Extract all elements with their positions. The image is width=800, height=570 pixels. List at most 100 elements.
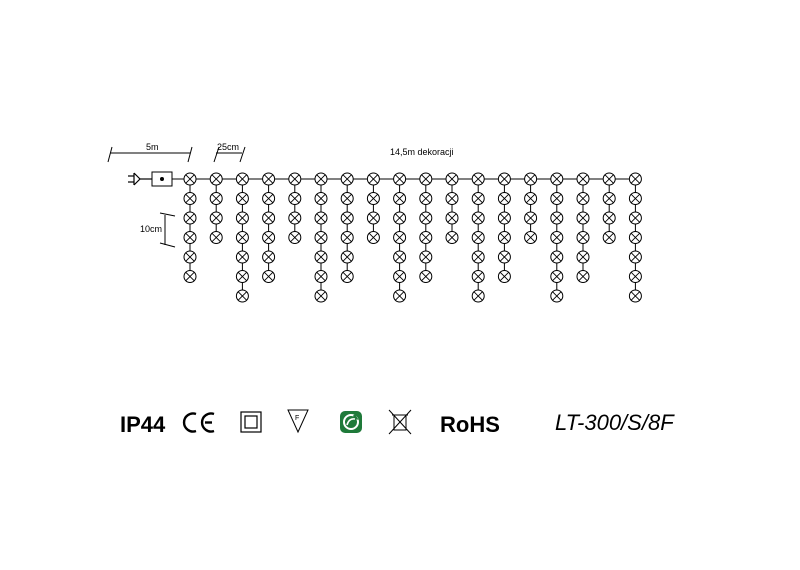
bulb-icon xyxy=(471,289,485,303)
bulb-icon xyxy=(209,211,223,225)
bulb-icon xyxy=(183,192,197,205)
strand xyxy=(235,172,249,303)
bulb-icon xyxy=(445,211,459,225)
bulb-icon xyxy=(340,172,354,186)
bulb-icon xyxy=(419,192,433,205)
bulb-icon xyxy=(366,231,380,244)
bulb-icon xyxy=(314,231,328,244)
bulb-icon xyxy=(314,250,328,264)
bulb-spacing-label: 10cm xyxy=(140,224,162,234)
bulb-icon xyxy=(235,211,249,225)
strand xyxy=(393,172,407,303)
bulb-icon xyxy=(288,231,302,244)
bulb-icon xyxy=(262,172,276,186)
ce-mark-icon xyxy=(182,412,215,433)
bulb-icon xyxy=(576,270,590,283)
bulb-icon xyxy=(183,211,197,225)
model-number: LT-300/S/8F xyxy=(555,410,675,435)
bulb-icon xyxy=(497,211,511,225)
bulb-icon xyxy=(419,270,433,283)
bulb-icon xyxy=(497,250,511,264)
strand xyxy=(576,172,590,283)
bulb-icon xyxy=(602,192,616,205)
strand xyxy=(602,172,616,244)
bulb-icon xyxy=(314,270,328,283)
bulb-icon xyxy=(262,231,276,244)
bulb-icon xyxy=(628,211,642,225)
strand xyxy=(471,172,485,303)
bulb-icon xyxy=(602,231,616,244)
strand xyxy=(366,172,380,244)
light-strands xyxy=(183,172,642,303)
bulb-icon xyxy=(235,192,249,205)
strand xyxy=(262,172,276,283)
bulb-icon xyxy=(262,250,276,264)
strand xyxy=(288,172,302,244)
bulb-icon xyxy=(576,231,590,244)
bulb-icon xyxy=(524,192,538,205)
bulb-icon xyxy=(419,211,433,225)
strand xyxy=(314,172,328,303)
bulb-icon xyxy=(262,270,276,283)
bulb-icon xyxy=(393,211,407,225)
bulb-icon xyxy=(550,289,564,303)
bulb-icon xyxy=(445,192,459,205)
bulb-icon xyxy=(393,270,407,283)
bulb-icon xyxy=(576,172,590,186)
bulb-icon xyxy=(183,270,197,283)
bulb-icon xyxy=(183,172,197,186)
bulb-icon xyxy=(340,250,354,264)
bulb-icon xyxy=(209,192,223,205)
bulb-icon xyxy=(419,172,433,186)
bulb-icon xyxy=(183,231,197,244)
bulb-icon xyxy=(393,289,407,303)
strand xyxy=(524,172,538,244)
bulb-icon xyxy=(471,250,485,264)
bulb-icon xyxy=(497,172,511,186)
bulb-icon xyxy=(550,172,564,186)
decoration-length-label: 14,5m dekoracji xyxy=(390,147,454,157)
bulb-icon xyxy=(602,211,616,225)
bulb-icon xyxy=(340,211,354,225)
bulb-icon xyxy=(471,211,485,225)
bulb-icon xyxy=(262,192,276,205)
bulb-icon xyxy=(628,172,642,186)
strand xyxy=(419,172,433,283)
bulb-icon xyxy=(628,250,642,264)
bulb-icon xyxy=(340,270,354,283)
bulb-icon xyxy=(445,231,459,244)
strand xyxy=(340,172,354,283)
strand xyxy=(445,172,459,244)
bulb-icon xyxy=(471,192,485,205)
bulb-spacing-dimension xyxy=(159,212,176,248)
bulb-icon xyxy=(235,172,249,186)
bulb-icon xyxy=(235,231,249,244)
bulb-icon xyxy=(340,192,354,205)
bulb-icon xyxy=(209,172,223,186)
bulb-icon xyxy=(393,250,407,264)
bulb-icon xyxy=(209,231,223,244)
bulb-icon xyxy=(550,211,564,225)
bulb-icon xyxy=(550,231,564,244)
bulb-icon xyxy=(393,192,407,205)
bulb-icon xyxy=(550,250,564,264)
bulb-icon xyxy=(628,192,642,205)
bulb-icon xyxy=(340,231,354,244)
bulb-icon xyxy=(576,192,590,205)
bulb-icon xyxy=(524,172,538,186)
double-square-icon xyxy=(240,411,262,433)
strand xyxy=(550,172,564,303)
bulb-icon xyxy=(602,172,616,186)
f-mark-icon: F xyxy=(287,409,309,434)
bulb-icon xyxy=(366,192,380,205)
bulb-icon xyxy=(366,211,380,225)
bulb-icon xyxy=(524,211,538,225)
strand xyxy=(497,172,511,283)
crossed-bin-icon xyxy=(388,409,412,435)
bulb-icon xyxy=(628,270,642,283)
bulb-icon xyxy=(183,250,197,264)
bulb-icon xyxy=(576,250,590,264)
bulb-icon xyxy=(314,289,328,303)
bulb-icon xyxy=(497,192,511,205)
